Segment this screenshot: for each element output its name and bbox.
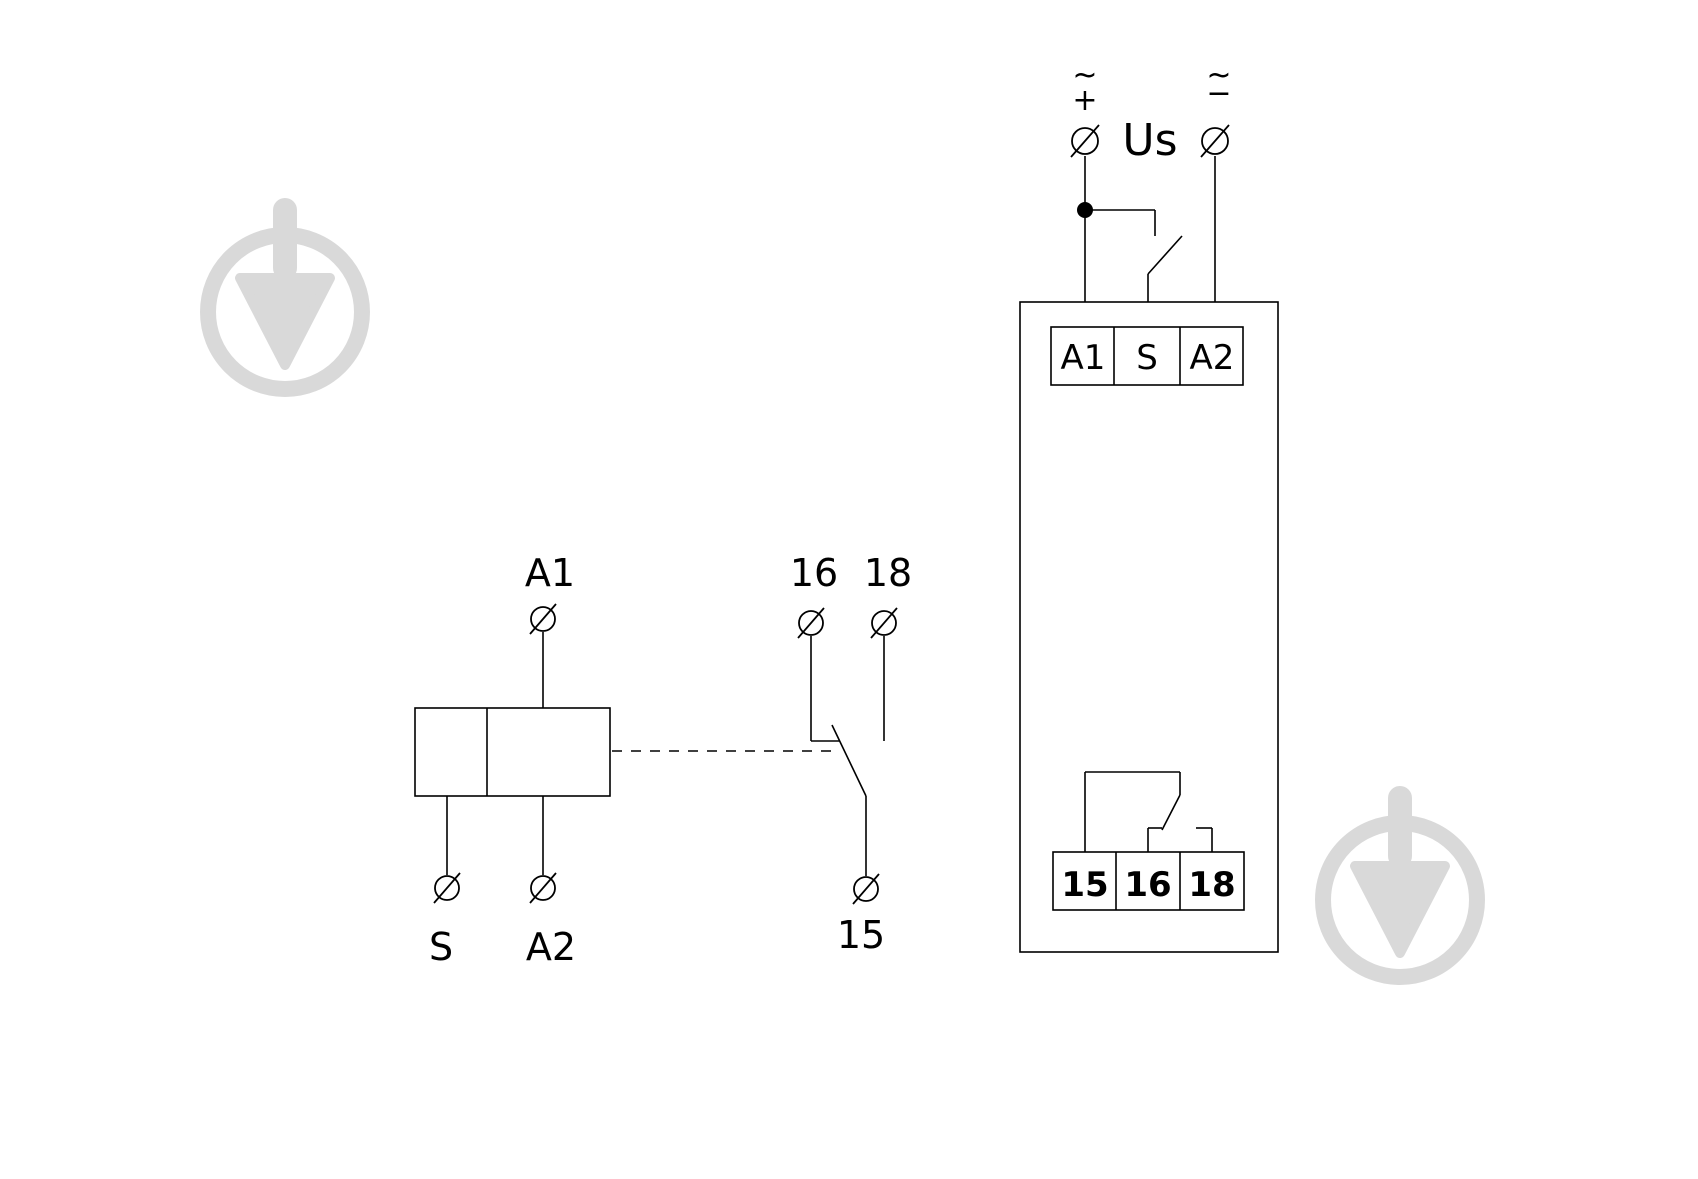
supply-terminal-plus-icon (1070, 124, 1100, 158)
top-terminal-a1: A1 (1061, 338, 1106, 378)
supply-terminal-minus-icon (1200, 124, 1230, 158)
supply-wiring (1084, 156, 1216, 302)
coil-bottom-right-label: A2 (526, 925, 576, 969)
bottom-terminal-16: 16 (1124, 865, 1171, 905)
watermark-logo-right (1315, 786, 1485, 985)
bottom-terminal-15: 15 (1061, 865, 1108, 905)
supply-right-ac-symbol: ~ (1206, 58, 1231, 93)
terminal-16-icon (797, 607, 825, 639)
terminal-a2-icon (529, 872, 557, 904)
terminal-15-icon (852, 873, 880, 905)
relay-coil-symbol (414, 632, 611, 875)
junction-dot (1077, 202, 1093, 218)
supply-left-ac-symbol: ~ (1072, 58, 1097, 93)
terminal-s-icon (433, 872, 461, 904)
contact-label-15: 15 (837, 913, 885, 957)
bottom-terminal-18: 18 (1188, 865, 1235, 905)
changeover-contact-symbol (810, 636, 885, 876)
supply-left-dc-symbol: + (1072, 83, 1097, 118)
supply-voltage-label: Us (1122, 115, 1177, 166)
top-terminal-s: S (1136, 338, 1158, 378)
terminal-a1-icon (529, 603, 557, 635)
top-terminal-block (1050, 326, 1244, 386)
coil-bottom-left-label: S (429, 925, 453, 969)
watermark-logo-left (200, 198, 370, 397)
supply-right-dc-symbol: − (1206, 76, 1231, 111)
contact-label-18: 18 (864, 551, 912, 595)
contact-label-16: 16 (790, 551, 838, 595)
top-terminal-a2: A2 (1190, 338, 1235, 378)
terminal-18-icon (870, 607, 898, 639)
coil-top-label: A1 (525, 551, 575, 595)
module-output-contact (1084, 771, 1213, 852)
module-housing (1019, 301, 1279, 953)
